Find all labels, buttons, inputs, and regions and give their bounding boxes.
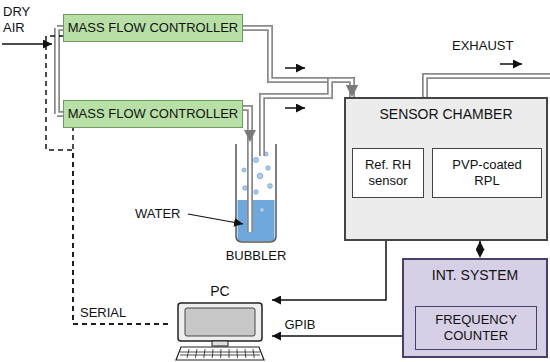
monitor bbox=[178, 303, 262, 341]
edge-label: GPIB bbox=[282, 317, 317, 333]
controller-box: MASS FLOW CONTROLLER bbox=[63, 100, 243, 128]
node-text: Ref. RH sensor bbox=[363, 157, 413, 188]
key-stroke bbox=[253, 349, 254, 358]
counter-box: FREQUENCY COUNTER bbox=[415, 306, 537, 350]
gas-tube bbox=[243, 28, 352, 97]
system-box: FREQUENCY COUNTER INT. SYSTEM bbox=[402, 258, 548, 358]
free-label: DRY AIR bbox=[3, 4, 39, 35]
flow-arrow bbox=[500, 63, 522, 65]
key-stroke bbox=[187, 349, 189, 358]
node-text: SENSOR CHAMBER bbox=[346, 106, 546, 123]
computer: PC bbox=[168, 283, 272, 361]
node-text: MASS FLOW CONTROLLER bbox=[68, 20, 238, 36]
bubbler-tubes bbox=[250, 142, 262, 232]
leader-arrow bbox=[188, 214, 243, 224]
flow-arrow bbox=[285, 107, 305, 109]
sensor-box: PVP-coated RPL bbox=[432, 148, 542, 198]
flow-arrow bbox=[285, 67, 305, 69]
key-stroke bbox=[212, 349, 214, 358]
free-label: EXHAUST bbox=[452, 38, 513, 54]
signal-line bbox=[480, 241, 481, 258]
signal-line bbox=[73, 128, 168, 324]
bubbler-jar bbox=[236, 144, 276, 242]
signal-line bbox=[46, 36, 168, 324]
free-label: SERIAL bbox=[80, 305, 126, 321]
key-stroke bbox=[245, 349, 247, 358]
node-text: INT. SYSTEM bbox=[404, 267, 546, 284]
tube-wall bbox=[243, 108, 250, 142]
signal-line bbox=[272, 336, 402, 337]
monitor-stand bbox=[212, 341, 228, 346]
exhaust-tube bbox=[425, 76, 550, 97]
tube-wall bbox=[262, 80, 352, 142]
chamber-box: Ref. RH sensor PVP-coated RPL SENSOR CHAMB… bbox=[344, 97, 548, 241]
key-stroke bbox=[195, 349, 197, 358]
node-text: BUBBLER bbox=[216, 248, 296, 264]
node-text: PVP-coated RPL bbox=[443, 157, 531, 188]
tube-bore bbox=[243, 28, 352, 97]
keyboard-keys bbox=[180, 349, 260, 358]
key-stroke bbox=[180, 355, 260, 356]
free-label: WATER bbox=[135, 206, 181, 222]
screen bbox=[185, 308, 255, 336]
gas-tube bbox=[262, 80, 352, 142]
wire bbox=[272, 335, 402, 337]
key-stroke bbox=[180, 352, 260, 353]
tube-bore bbox=[262, 80, 352, 142]
key-stroke bbox=[229, 349, 230, 358]
wire bbox=[46, 36, 168, 324]
keyboard bbox=[176, 347, 264, 360]
sensor-box: Ref. RH sensor bbox=[352, 148, 424, 198]
node-text: MASS FLOW CONTROLLER bbox=[68, 106, 238, 122]
inlet-arrow bbox=[2, 43, 52, 45]
bubbles bbox=[242, 152, 272, 212]
tube-wall bbox=[243, 28, 352, 97]
node-text: FREQUENCY COUNTER bbox=[422, 312, 530, 343]
key-stroke bbox=[237, 349, 238, 358]
bubbler: BUBBLER bbox=[216, 142, 296, 264]
key-stroke bbox=[220, 349, 221, 358]
water bbox=[238, 200, 275, 241]
tube-bore bbox=[243, 108, 250, 142]
key-stroke bbox=[204, 349, 205, 358]
wire bbox=[479, 241, 481, 258]
controller-box: MASS FLOW CONTROLLER bbox=[63, 14, 243, 42]
wire bbox=[73, 128, 168, 324]
gas-tube bbox=[243, 108, 250, 142]
node-text: PC bbox=[168, 283, 272, 300]
